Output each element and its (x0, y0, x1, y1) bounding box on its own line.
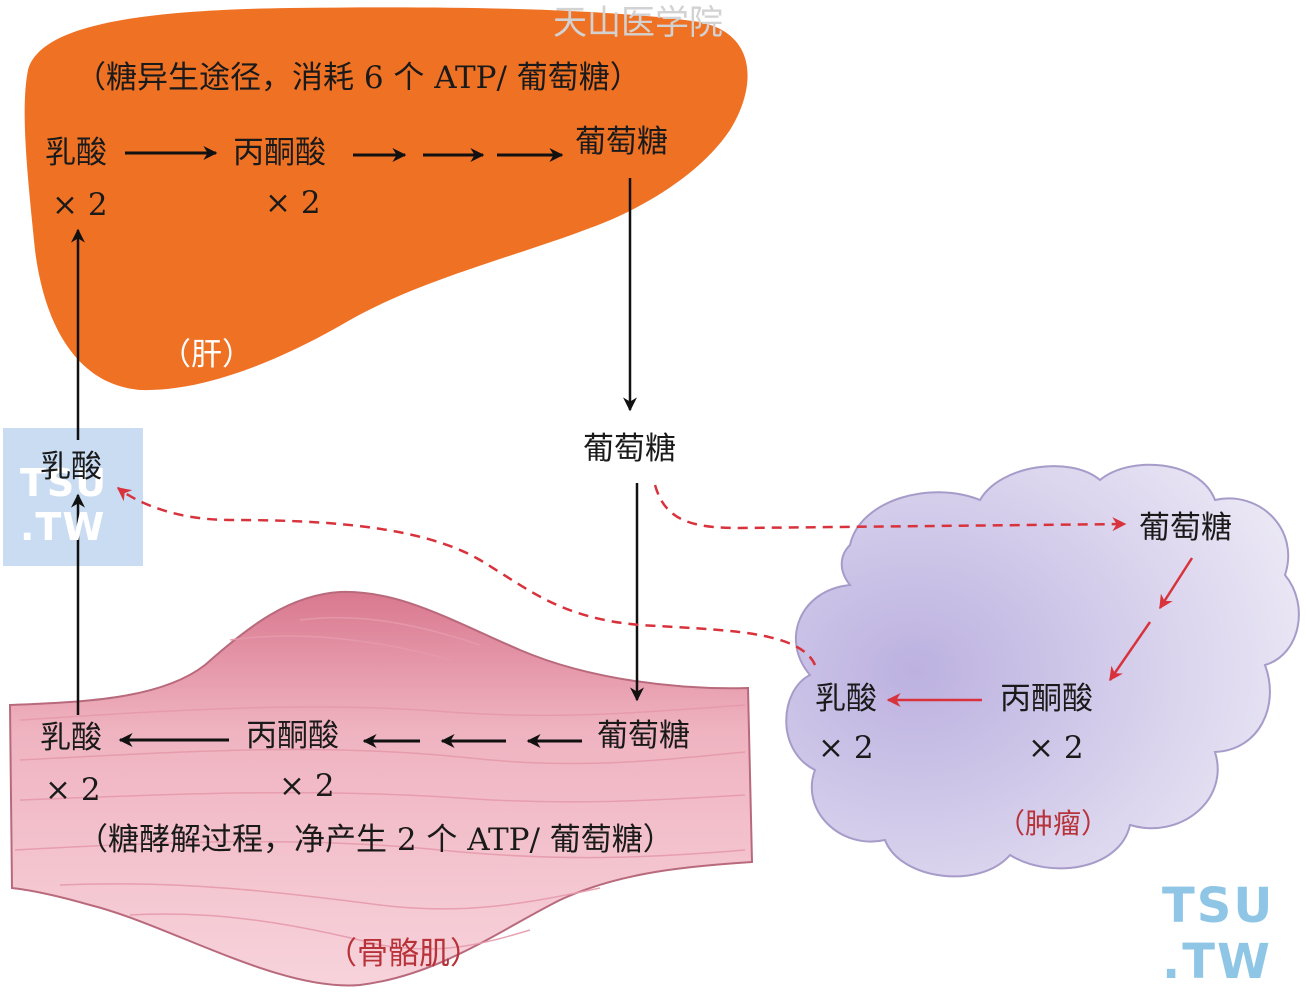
muscle-lactate-count: × 2 (45, 772, 101, 808)
tumor-lactate-count: × 2 (818, 730, 874, 766)
muscle-pyruvate-label: 丙酮酸 (246, 718, 339, 754)
arrow-tumor-glucose-step-2 (1108, 621, 1152, 682)
tumor-pyruvate-count: × 2 (1028, 730, 1084, 766)
muscle-shape (8, 590, 754, 987)
watermark-logo-small-line2: .TW (20, 505, 106, 549)
liver-glucose-label: 葡萄糖 (575, 124, 668, 160)
tumor-shape (785, 463, 1300, 878)
watermark-logo-small-line1: TSU (20, 461, 108, 505)
muscle-lactate-label: 乳酸 (40, 720, 102, 756)
arrow-tumor-lactate-to-blood (116, 487, 817, 666)
watermark-logo-line2: .TW (1162, 934, 1272, 990)
liver-lactate-label: 乳酸 (45, 135, 107, 171)
watermark-top-text: 天山医学院 (553, 3, 723, 43)
blood-glucose-label: 葡萄糖 (583, 431, 676, 467)
liver-lactate-count: × 2 (52, 187, 108, 223)
blood-lactate-label: 乳酸 (40, 449, 102, 485)
muscle-organ-label: （骨骼肌） (326, 936, 481, 972)
tumor-organ-label: （肿瘤） (997, 807, 1110, 840)
liver-organ-label: （肝） (160, 337, 253, 373)
watermark-logo-line1: TSU (1162, 878, 1275, 934)
muscle-pyruvate-count: × 2 (279, 768, 335, 804)
liver-pyruvate-count: × 2 (265, 185, 321, 221)
tumor-pyruvate-label: 丙酮酸 (1000, 681, 1093, 717)
muscle-fibers (14, 616, 746, 950)
muscle-glucose-label: 葡萄糖 (597, 718, 690, 754)
arrow-tumor-glucose-step-1 (1158, 557, 1194, 610)
tumor-glucose-label: 葡萄糖 (1139, 510, 1232, 546)
liver-pyruvate-label: 丙酮酸 (233, 135, 326, 171)
tumor-lactate-label: 乳酸 (815, 681, 877, 717)
liver-pathway-note: （糖异生途径，消耗 6 个 ATP/ 葡萄糖） (75, 60, 641, 96)
liver-shape (24, 7, 748, 391)
muscle-pathway-note: （糖酵解过程，净产生 2 个 ATP/ 葡萄糖） (77, 822, 674, 858)
